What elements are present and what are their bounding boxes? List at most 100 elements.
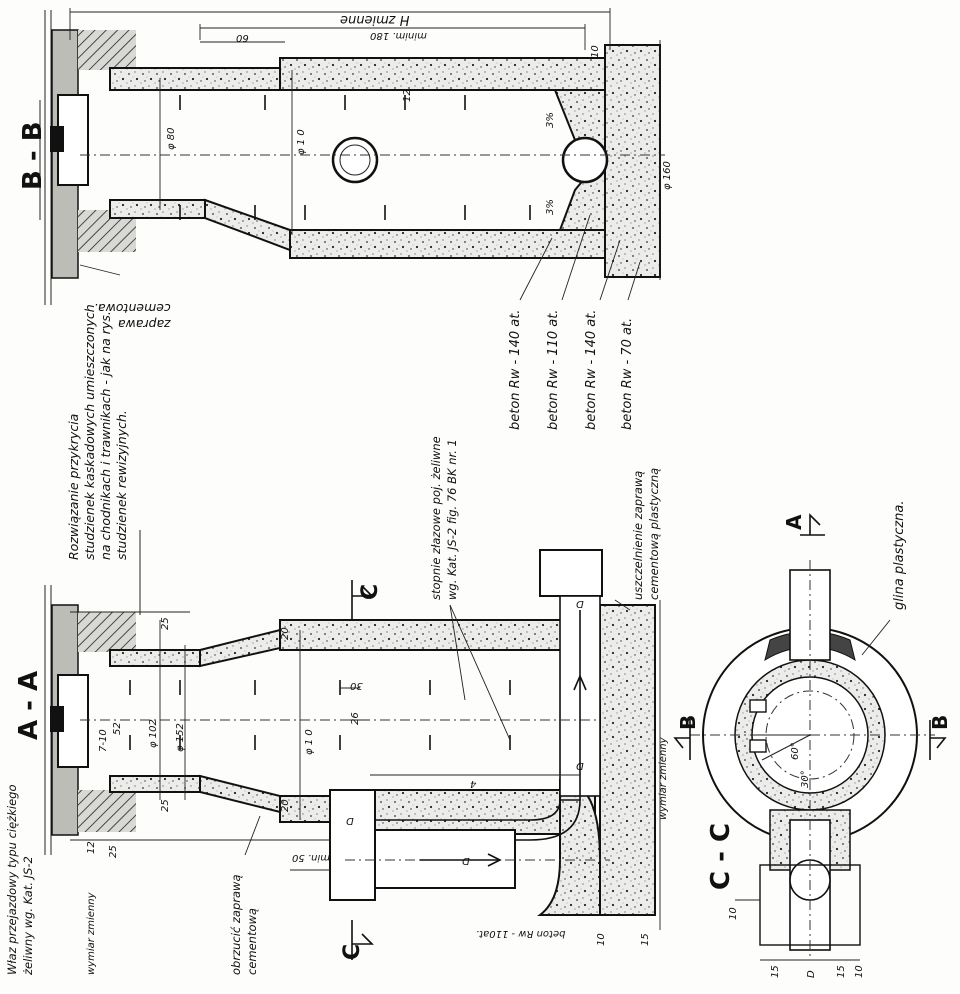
label-d-cc: D — [806, 970, 817, 978]
label-obrzucic: obrzucić zaprawą cementową — [229, 874, 259, 976]
ground-line-aa — [40, 585, 52, 855]
label-beton-4: beton Rw - 70 at. — [620, 317, 635, 430]
label-stopnie: stopnie złazowe poj. żeliwne wg. Kat. JS… — [429, 436, 459, 600]
cut-marker-c-bottom — [351, 920, 374, 960]
base-slab-aa — [599, 604, 656, 916]
label-30: 30 — [350, 680, 363, 691]
label-15-cc-a: 15 — [770, 965, 781, 978]
cut-marker-b-right-cc — [929, 720, 947, 760]
label-15-aa: 15 — [640, 933, 651, 946]
cut-marker-b-left-cc — [673, 720, 691, 760]
step-2-cc — [749, 739, 767, 753]
wall-bottom-narrow-aa — [109, 775, 201, 793]
label-minim-180: minim. 180 — [370, 30, 427, 41]
wall-top-narrow-bb — [109, 67, 281, 91]
label-phi10-bb: φ 1 0 — [296, 129, 307, 155]
cover-block-top-bb — [78, 30, 136, 70]
label-d-2: D — [576, 760, 584, 771]
cone-bottom-aa — [199, 774, 281, 814]
label-slope-1: 3% — [545, 112, 556, 128]
label-uszczelnienie: uszczelnienie zaprawą cementową plastycz… — [631, 467, 661, 600]
manhole-cover-bb — [57, 94, 89, 186]
wall-top-narrow-aa — [109, 649, 201, 667]
label-slope-2: 3% — [545, 199, 556, 215]
cut-marker-a-cc — [800, 513, 825, 536]
wall-top-chamber-aa — [279, 619, 601, 651]
wall-top-chamber-bb — [279, 57, 611, 91]
label-60-deg: 60° — [790, 742, 801, 760]
section-title-cc: C - C — [706, 822, 736, 890]
label-phi152: φ 152 — [175, 723, 186, 752]
inlet-pipe-bb — [331, 136, 379, 184]
label-25-b: 25 — [160, 799, 171, 812]
cover-block-bottom-aa — [78, 790, 136, 832]
cover-handle-bb — [50, 126, 64, 152]
label-glina: glina plastyczna. — [892, 500, 907, 610]
inlet-pipe-inner-bb — [339, 144, 371, 176]
cut-label-b-left-cc: B — [676, 714, 700, 730]
steps-aa — [129, 680, 511, 750]
section-title-bb: B - B — [18, 121, 48, 190]
cut-label-b-right-cc: B — [928, 714, 952, 730]
label-beton-1: beton Rw - 140 at. — [508, 309, 523, 430]
step-1-cc — [749, 699, 767, 713]
label-wlaz: Właz przejazdowy typu ciężkiego żeliwny … — [5, 784, 35, 976]
beton-leaders-bb — [519, 214, 641, 301]
label-20-b: 20 — [280, 799, 291, 812]
label-min-50: min. 50 — [292, 852, 330, 863]
section-aa-drawing — [40, 530, 661, 960]
cut-label-c-bottom: C — [340, 943, 365, 960]
cone-top-aa — [199, 628, 281, 668]
wall-bottom-narrow-bb — [109, 199, 206, 219]
stopnie-leaders-aa — [244, 599, 631, 856]
cut-label-c-top: C — [358, 583, 383, 600]
outlet-pipe-aa — [539, 549, 603, 597]
label-phi10-aa: φ 1 0 — [304, 729, 315, 755]
label-phi80: φ 80 — [166, 127, 177, 151]
label-7-10: 7-10 — [98, 729, 109, 752]
ground-line-bb — [40, 10, 52, 305]
label-beton-bottom: beton Rw - 110at. — [476, 928, 566, 939]
label-phi102: φ 102 — [148, 719, 159, 748]
base-slab-bb — [604, 44, 661, 278]
label-12-aa: 12 — [86, 841, 97, 854]
label-10-aa: 10 — [596, 933, 607, 946]
zaprawa-leader-bb — [79, 264, 121, 276]
label-beton-3: beton Rw - 140 at. — [584, 309, 599, 430]
label-26: 26 — [350, 712, 361, 725]
label-30-deg: 30° — [800, 770, 811, 788]
note-cover-solution: Rozwiązanie przykrycia studzienek kaskad… — [66, 304, 129, 560]
label-15-cc-b: 15 — [836, 965, 847, 978]
dimensions-bb — [69, 8, 661, 280]
label-20-a: 20 — [280, 627, 291, 640]
cut-marker-c-top — [351, 580, 374, 620]
label-h-zmienne: H zmienne — [340, 12, 410, 27]
label-25-c: 25 — [108, 845, 119, 858]
label-10-bb: 10 — [590, 45, 601, 58]
label-10-cc: 10 — [728, 907, 739, 920]
label-10-cc-b: 10 — [854, 965, 865, 978]
section-bb-drawing — [39, 8, 665, 305]
cover-handle-aa — [50, 706, 64, 732]
section-title-aa: A - A — [14, 670, 44, 740]
dimensions-cc — [735, 619, 891, 961]
label-60-bb: 60 — [236, 32, 249, 43]
drop-pipe-encasement-aa — [369, 789, 596, 835]
steps-bb — [179, 95, 531, 220]
inlet-stub-aa — [329, 789, 376, 901]
label-12-bb: 12 — [402, 89, 413, 102]
flow-arrows-aa — [420, 610, 587, 867]
label-phi160: φ 160 — [662, 161, 673, 190]
label-d-1: D — [576, 598, 584, 609]
label-wymiar-zmienny-right: wymiar zmienny — [658, 737, 669, 820]
label-52: 52 — [112, 722, 123, 735]
section-cc-drawing — [673, 513, 947, 961]
label-25-a: 25 — [160, 617, 171, 630]
dimensions-aa — [70, 600, 661, 930]
cover-block-top-aa — [78, 612, 136, 652]
cut-label-a-cc: A — [782, 514, 806, 530]
label-d-3: D — [462, 855, 470, 866]
wall-bottom-chamber-bb — [289, 229, 611, 259]
